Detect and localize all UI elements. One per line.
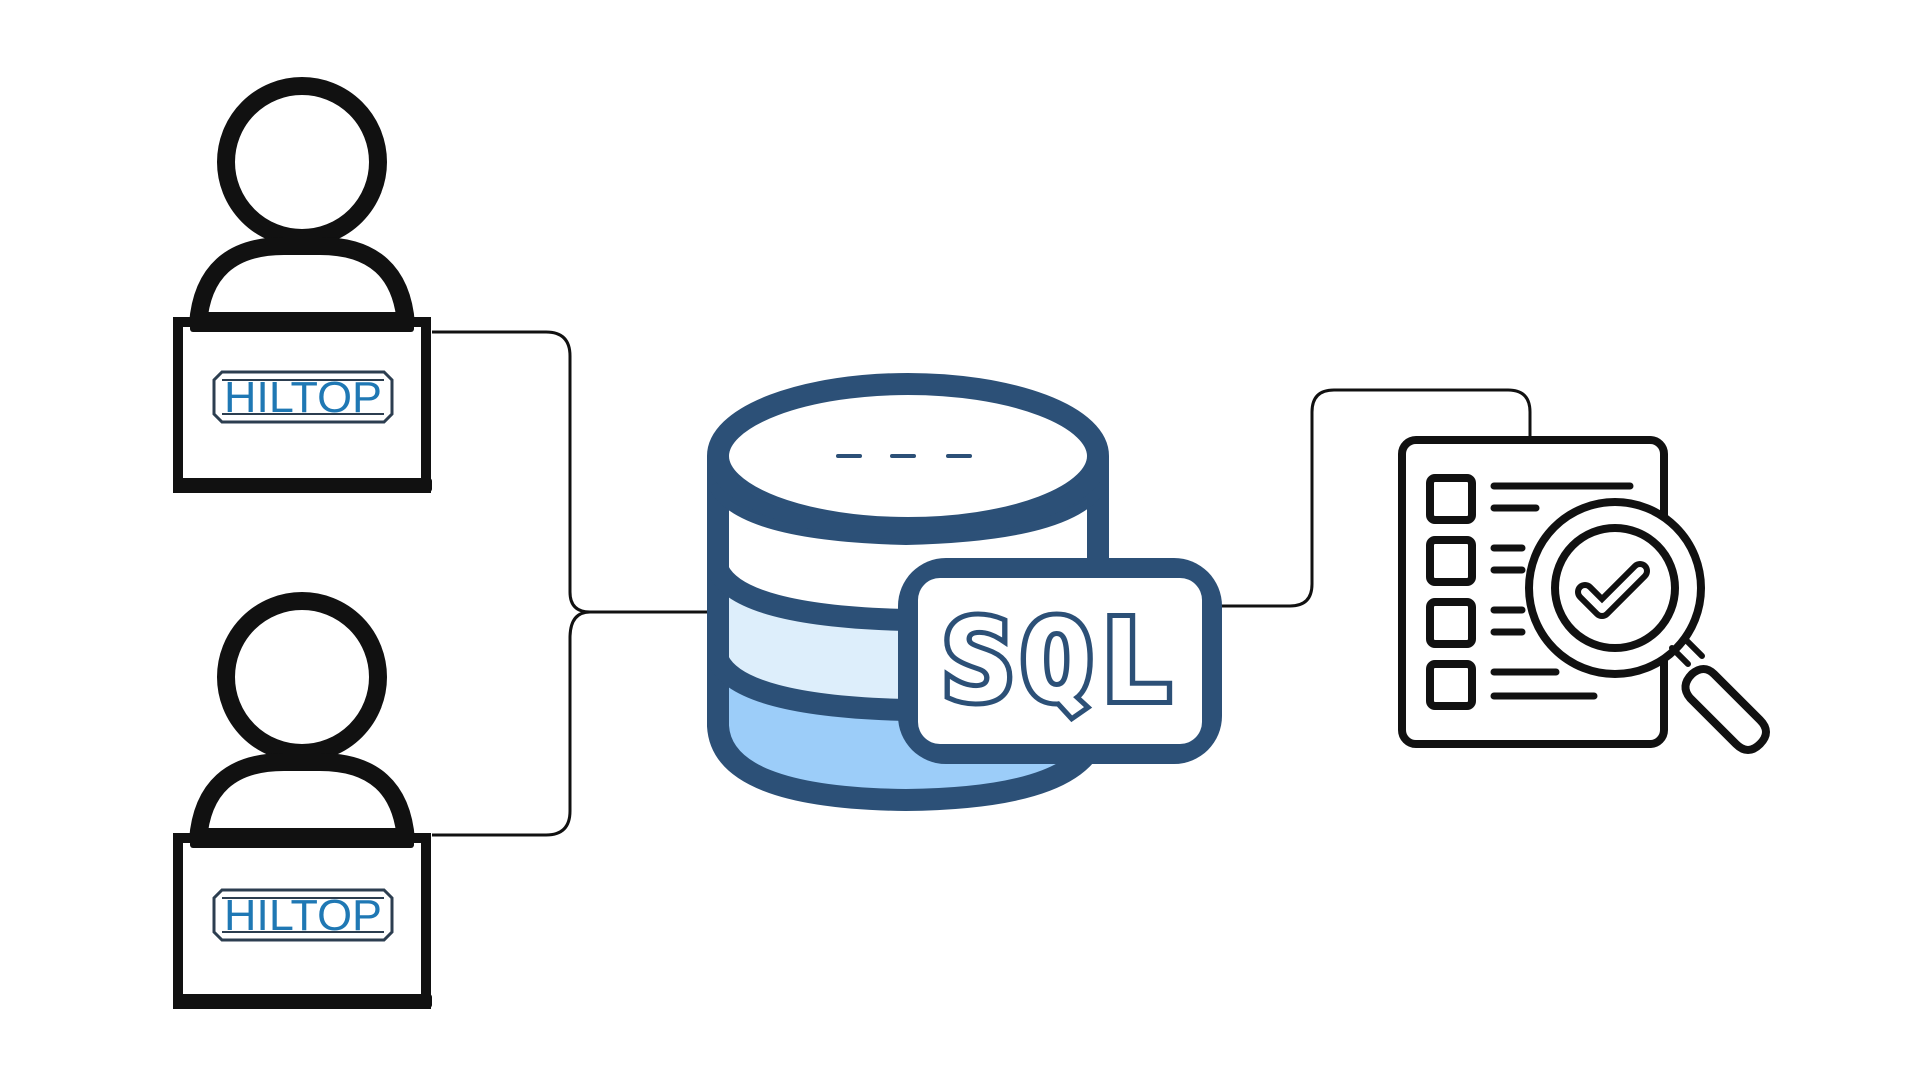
- hiltop-logo: HILTOP: [212, 370, 394, 424]
- laptop-base: [174, 478, 432, 492]
- magnifier-check-icon: [1525, 498, 1770, 754]
- user-head-icon: [217, 77, 387, 247]
- magnifier-inner-ring: [1551, 524, 1679, 652]
- hiltop-logo-text: HILTOP: [224, 373, 382, 422]
- sql-badge-inner: [918, 578, 1202, 744]
- checklist-report-icon: [1398, 436, 1770, 754]
- laptop-base: [174, 994, 432, 1008]
- checklist-rows: [1426, 474, 1634, 710]
- hiltop-logo-frame: [212, 888, 394, 942]
- magnifier-handle: [1681, 665, 1770, 754]
- hiltop-logo: HILTOP: [212, 888, 394, 942]
- connector-db-to-report: [1220, 388, 1532, 608]
- connectors: [432, 330, 1532, 837]
- checkbox-icon: [1426, 474, 1476, 524]
- magnifier-neck: [1669, 637, 1705, 667]
- laptop-top-bar: [190, 828, 414, 848]
- connector-user1-to-db: [432, 330, 710, 614]
- user-body-icon: [189, 237, 415, 325]
- hiltop-logo-text: HILTOP: [224, 891, 382, 940]
- user-body-icon: [189, 753, 415, 841]
- laptop-top-bar: [190, 312, 414, 332]
- checkbox-icon: [1426, 598, 1476, 648]
- checkbox-icon: [1426, 536, 1476, 586]
- checkbox-icon: [1426, 660, 1476, 710]
- user-laptop-icon-top: HILTOP: [173, 77, 432, 493]
- hiltop-logo-frame: [212, 370, 394, 424]
- connector-user2-to-db: [432, 610, 591, 837]
- magnifier-check-mark-inner: [1581, 567, 1644, 613]
- user-laptop-icon-bottom: HILTOP: [173, 592, 432, 1009]
- sql-label: SQL: [942, 597, 1178, 727]
- user-head-icon: [217, 592, 387, 762]
- sql-badge: SQL: [898, 558, 1222, 764]
